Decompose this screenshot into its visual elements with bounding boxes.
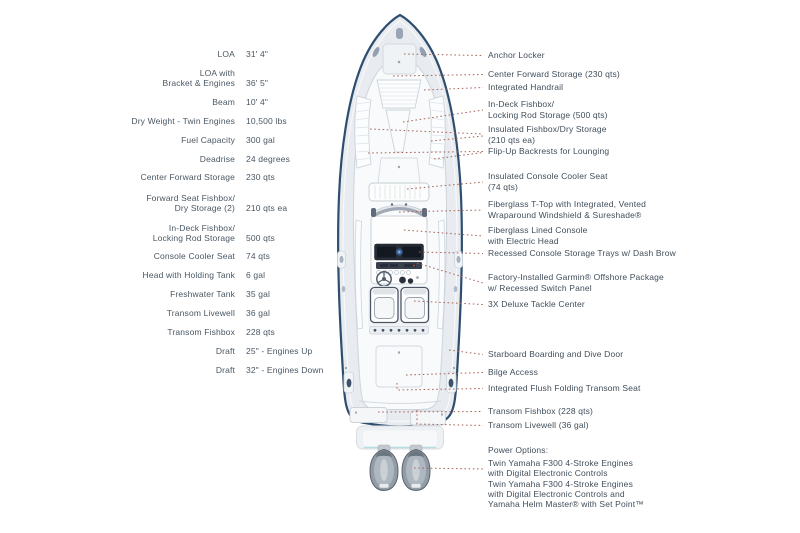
transom-fishbox-hatch [349, 407, 388, 423]
console-cooler-seat [368, 182, 430, 202]
callout-t-top: Fiberglass T-Top with Integrated, Vented… [488, 199, 646, 220]
anchor-locker-hatch [382, 43, 417, 75]
windshield-frame [372, 204, 426, 217]
garmin-screen-starboard [402, 246, 421, 258]
transom-livewell-hatch [410, 410, 446, 426]
power-options-heading: Power Options: [488, 445, 549, 455]
forward-seat-port [354, 95, 372, 169]
engines [356, 425, 444, 492]
power-options: Power Options: Twin Yamaha F300 4-Stroke… [488, 445, 720, 509]
callout-console-cooler-seat: Insulated Console Cooler Seat (74 qts) [488, 171, 608, 192]
callout-bilge-access: Bilge Access [488, 367, 538, 377]
forward-seat-starboard [428, 95, 446, 169]
callout-flip-up-backrests: Flip-Up Backrests for Lounging [488, 146, 610, 156]
aft-deck [343, 345, 457, 426]
switch-panel [376, 262, 422, 269]
rod-storage-starboard [437, 219, 446, 330]
bow-anchor-area [372, 28, 427, 75]
power-option-2: Twin Yamaha F300 4-Stroke Engines with D… [488, 479, 644, 509]
center-forward-storage [376, 79, 422, 109]
callout-garmin-package: Factory-Installed Garmin® Offshore Packa… [488, 272, 664, 293]
callout-integrated-handrail: Integrated Handrail [488, 82, 564, 92]
callout-insulated-fishbox: Insulated Fishbox/Dry Storage (210 qts e… [488, 124, 607, 145]
spec-row-forward-seat-fishbox: Forward Seat Fishbox/ Dry Storage (2)210… [146, 193, 288, 213]
bow-light [396, 28, 403, 39]
callout-anchor-locker: Anchor Locker [488, 50, 545, 60]
in-deck-fishbox-hatch [377, 157, 421, 184]
callout-tackle-center: 3X Deluxe Tackle Center [488, 299, 585, 309]
bow-seating [354, 79, 446, 184]
bow-cleat-port [372, 47, 380, 57]
bilge-access-hatch [375, 345, 423, 388]
outboard-engine-port [369, 448, 399, 492]
throttle-knob [399, 276, 406, 284]
bow-backrest-wedge [385, 109, 411, 153]
callout-dive-door: Starboard Boarding and Dive Door [488, 349, 624, 359]
power-option-1: Twin Yamaha F300 4-Stroke Engines with D… [488, 457, 633, 478]
gunwale-details [337, 219, 463, 330]
callout-storage-trays: Recessed Console Storage Trays w/ Dash B… [488, 248, 676, 258]
leader-lines [367, 53, 484, 470]
outboard-engine-starboard [401, 448, 431, 492]
bow-cleat-starboard [419, 47, 427, 57]
callout-center-forward-storage: Center Forward Storage (230 qts) [488, 69, 620, 79]
console-group [368, 182, 430, 287]
callout-transom-fishbox: Transom Fishbox (228 qts) [488, 406, 593, 416]
callout-in-deck-fishbox: In-Deck Fishbox/ Locking Rod Storage (50… [488, 99, 608, 120]
garmin-screen-port [377, 246, 396, 258]
callout-transom-livewell: Transom Livewell (36 gal) [488, 420, 589, 430]
helm-seats [368, 286, 430, 335]
callout-transom-seat: Integrated Flush Folding Transom Seat [488, 383, 641, 393]
rod-storage-port [354, 219, 363, 330]
callout-lined-console: Fiberglass Lined Console with Electric H… [488, 225, 588, 246]
